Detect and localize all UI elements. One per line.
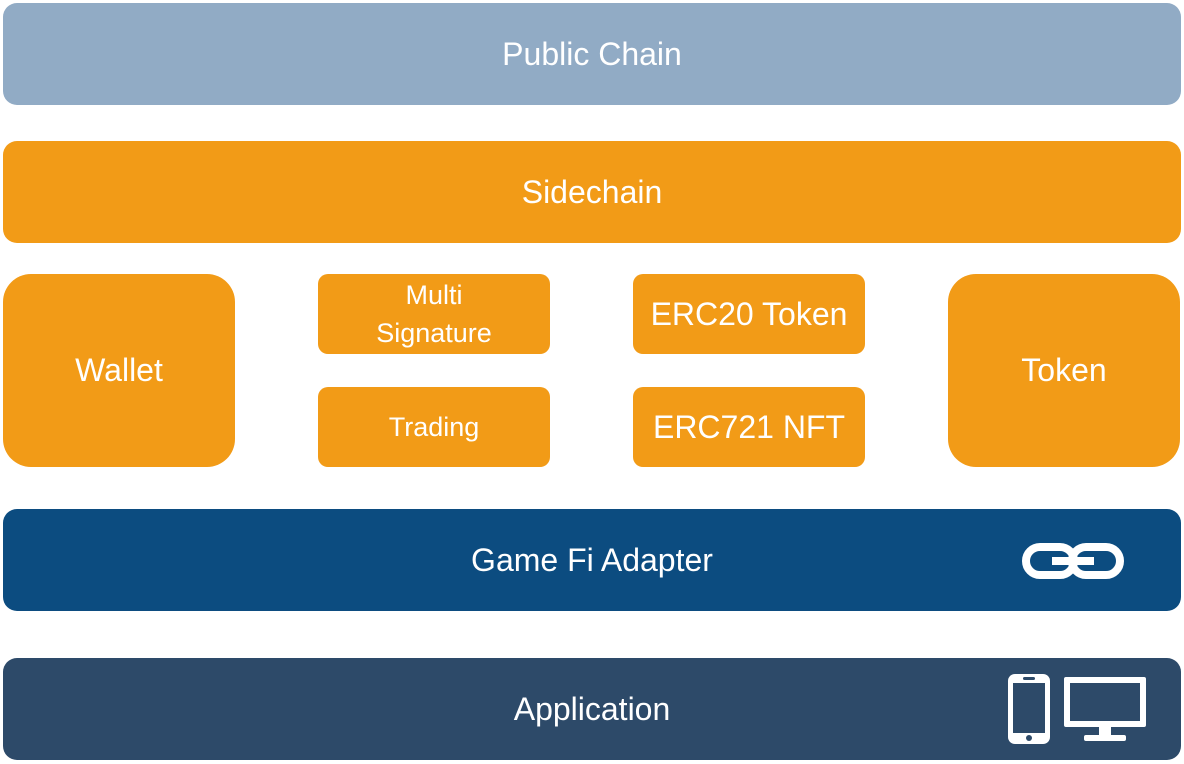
erc721-nft-module: ERC721 NFT	[633, 387, 865, 467]
token-module: Token	[948, 274, 1180, 467]
sidechain-label: Sidechain	[521, 173, 663, 210]
wallet-module: Wallet	[3, 274, 235, 467]
application-layer: Application	[3, 658, 1181, 760]
erc721-nft-label: ERC721 NFT	[652, 408, 846, 445]
public-chain-layer: Public Chain	[3, 3, 1181, 105]
trading-module: Trading	[318, 387, 550, 467]
multi-signature-label-line1: Multi	[405, 280, 463, 310]
public-chain-label: Public Chain	[502, 35, 682, 72]
sidechain-layer: Sidechain	[3, 141, 1181, 243]
erc20-token-module: ERC20 Token	[633, 274, 865, 354]
multi-signature-label-line2: Signature	[376, 318, 492, 348]
link-icon	[1022, 543, 1124, 579]
application-label: Application	[513, 690, 671, 727]
game-fi-adapter-layer: Game Fi Adapter	[3, 509, 1181, 611]
wallet-label: Wallet	[75, 352, 163, 388]
multi-signature-module: Multi Signature	[318, 274, 550, 354]
token-label: Token	[1021, 352, 1107, 388]
trading-label: Trading	[388, 411, 480, 442]
game-fi-adapter-label: Game Fi Adapter	[471, 541, 713, 578]
erc20-token-label: ERC20 Token	[650, 295, 848, 332]
monitor-icon	[1064, 677, 1146, 741]
phone-icon	[1008, 674, 1050, 744]
